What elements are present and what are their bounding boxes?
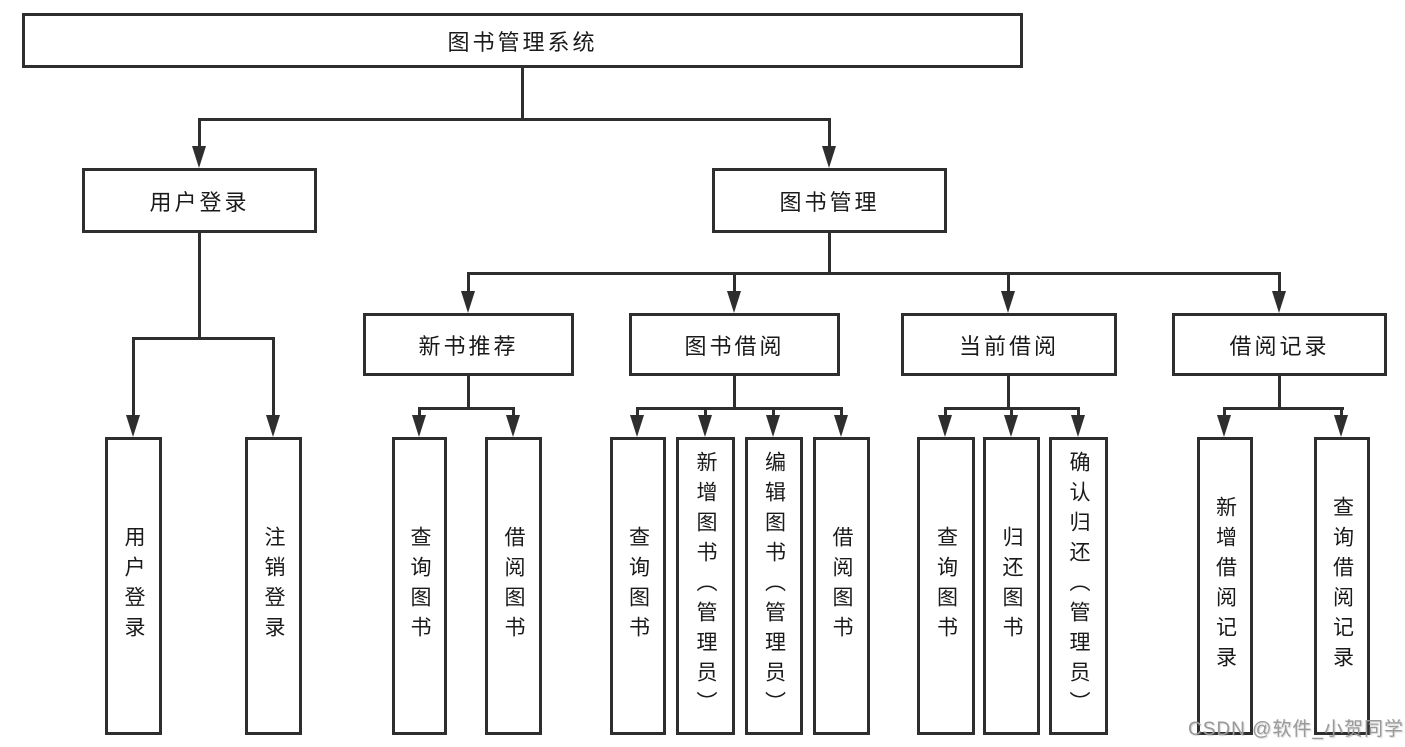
leaf-label: 查询图书 bbox=[626, 526, 650, 646]
connector-hline bbox=[418, 407, 515, 410]
leaf-borrow-books: 借阅图书 bbox=[485, 437, 542, 735]
connector-hline bbox=[636, 407, 843, 410]
leaf-label: 借阅图书 bbox=[830, 526, 853, 646]
node-user-login: 用户登录 bbox=[82, 168, 317, 233]
leaf-query-books: 查询图书 bbox=[610, 437, 666, 735]
node-label: 用户登录 bbox=[149, 189, 250, 215]
leaf-query-books: 查询图书 bbox=[917, 437, 975, 735]
node-library-management-system: 图书管理系统 bbox=[22, 13, 1023, 68]
node-label: 新书推荐 bbox=[418, 333, 519, 359]
connector-vline bbox=[198, 233, 201, 340]
arrow-down bbox=[834, 408, 849, 437]
node-label: 当前借阅 bbox=[958, 333, 1059, 359]
node-new-book-recommendation: 新书推荐 bbox=[363, 313, 574, 376]
leaf-user-login: 用户登录 bbox=[105, 437, 162, 735]
node-label: 图书借阅 bbox=[684, 333, 785, 359]
watermark: CSDN @软件_小贺同学 bbox=[1188, 719, 1404, 740]
leaf-label: 注销登录 bbox=[262, 526, 285, 646]
leaf-label: 新增图书（管理员） bbox=[694, 451, 717, 721]
arrow-down bbox=[1004, 408, 1019, 437]
leaf-edit-books-admin: 编辑图书（管理员） bbox=[745, 437, 803, 735]
arrow-down bbox=[1334, 408, 1349, 437]
arrow-down bbox=[506, 408, 521, 437]
connector-vline bbox=[1278, 376, 1281, 410]
connector-vline bbox=[828, 233, 831, 275]
connector-hline bbox=[467, 272, 1281, 275]
arrow-down bbox=[698, 408, 713, 437]
leaf-label: 编辑图书（管理员） bbox=[762, 451, 786, 721]
arrow-down bbox=[822, 119, 837, 168]
node-book-management: 图书管理 bbox=[712, 168, 947, 233]
arrow-down bbox=[938, 408, 953, 437]
connector-vline bbox=[733, 376, 736, 410]
leaf-logout: 注销登录 bbox=[245, 437, 302, 735]
node-label: 借阅记录 bbox=[1229, 333, 1330, 359]
connector-hline bbox=[198, 118, 831, 121]
arrow-down bbox=[1217, 408, 1232, 437]
arrow-down bbox=[126, 338, 141, 437]
connector-vline bbox=[467, 376, 470, 410]
connector-vline bbox=[1007, 376, 1010, 410]
leaf-label: 确认归还（管理员） bbox=[1067, 451, 1090, 721]
leaf-label: 借阅图书 bbox=[502, 526, 525, 646]
leaf-label: 新增借阅记录 bbox=[1213, 496, 1237, 676]
arrow-down bbox=[727, 273, 742, 313]
leaf-label: 查询图书 bbox=[408, 526, 431, 646]
arrow-down bbox=[192, 119, 207, 168]
connector-hline bbox=[132, 337, 275, 340]
node-label: 图书管理 bbox=[779, 189, 880, 215]
node-borrowing-records: 借阅记录 bbox=[1172, 313, 1387, 376]
leaf-borrow-books: 借阅图书 bbox=[813, 437, 870, 735]
node-current-borrowing: 当前借阅 bbox=[901, 313, 1117, 376]
arrow-down bbox=[1001, 273, 1016, 313]
arrow-down bbox=[266, 338, 281, 437]
leaf-add-borrow-record: 新增借阅记录 bbox=[1197, 437, 1253, 735]
arrow-down bbox=[412, 408, 427, 437]
leaf-query-books: 查询图书 bbox=[392, 437, 447, 735]
node-book-borrowing: 图书借阅 bbox=[629, 313, 840, 376]
leaf-add-books-admin: 新增图书（管理员） bbox=[676, 437, 735, 735]
leaf-label: 查询图书 bbox=[934, 526, 958, 646]
leaf-confirm-return-admin: 确认归还（管理员） bbox=[1049, 437, 1108, 735]
node-label: 图书管理系统 bbox=[447, 29, 598, 55]
arrow-down bbox=[766, 408, 781, 437]
arrow-down bbox=[1071, 408, 1086, 437]
arrow-down bbox=[630, 408, 645, 437]
arrow-down bbox=[1272, 273, 1287, 313]
leaf-return-books: 归还图书 bbox=[983, 437, 1040, 735]
leaf-label: 用户登录 bbox=[122, 526, 145, 646]
connector-hline bbox=[1223, 407, 1344, 410]
connector-vline bbox=[521, 68, 524, 118]
arrow-down bbox=[461, 273, 476, 313]
leaf-label: 查询借阅记录 bbox=[1330, 496, 1354, 676]
leaf-label: 归还图书 bbox=[1000, 526, 1023, 646]
leaf-query-borrow-record: 查询借阅记录 bbox=[1314, 437, 1370, 735]
